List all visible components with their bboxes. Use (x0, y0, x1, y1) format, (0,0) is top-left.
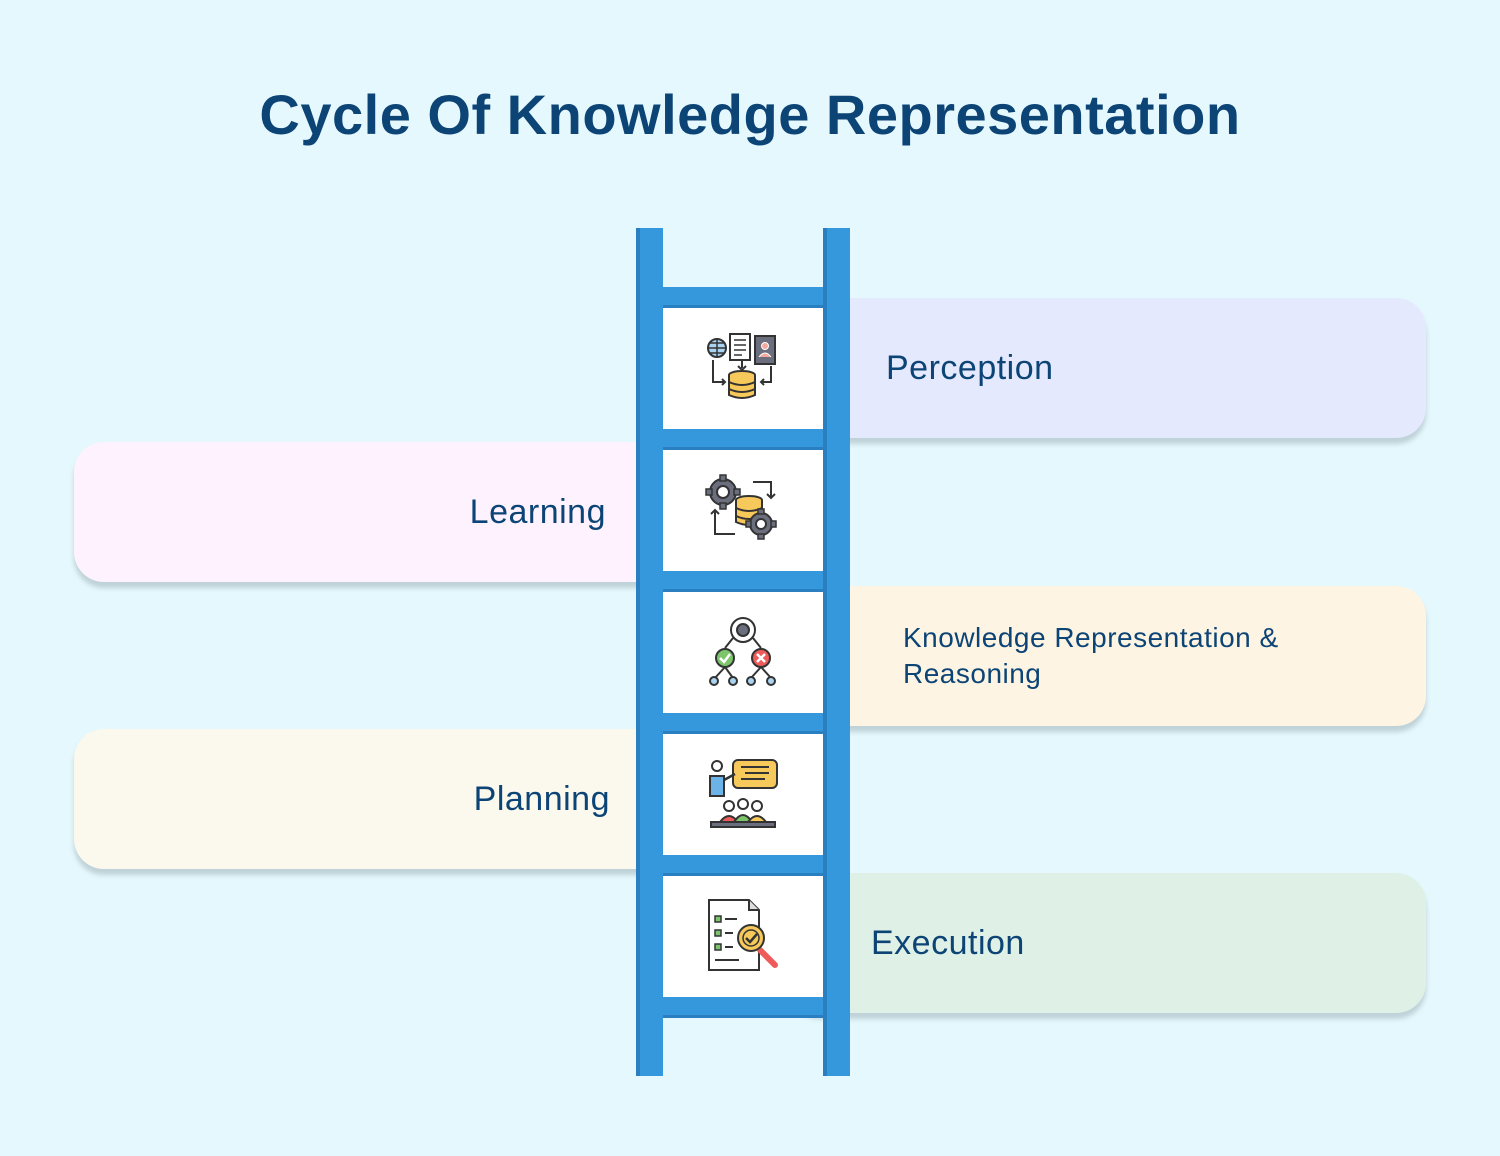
ladder-rung (651, 855, 831, 876)
ladder-rail-left (636, 228, 663, 1076)
ladder-rung (651, 713, 831, 734)
step-card-planning: Planning (74, 729, 714, 869)
page-title: Cycle Of Knowledge Representation (259, 83, 1241, 146)
step-card-execution: Execution (790, 873, 1426, 1013)
data-collection-icon (707, 333, 776, 399)
decision-tree-icon (709, 617, 776, 686)
presentation-planning-icon (709, 759, 778, 828)
step-card-learning: Learning (74, 442, 714, 582)
step-card-knowledge-representation: Knowledge Representation & Reasoning (790, 586, 1426, 726)
step-label-knowledge-representation: Knowledge Representation & Reasoning (903, 622, 1279, 689)
ladder-rung (651, 287, 831, 308)
ladder-rung (651, 571, 831, 592)
step-label-execution: Execution (871, 923, 1025, 962)
checklist-inspection-icon (708, 899, 778, 971)
ladder-step-box (663, 732, 823, 856)
step-label-learning: Learning (469, 492, 606, 531)
step-label-perception: Perception (886, 348, 1054, 387)
ladder-rung (651, 429, 831, 450)
ladder-rail-right (823, 228, 850, 1076)
data-processing-gears-icon (705, 474, 777, 540)
ladder-rung (651, 997, 831, 1018)
step-card-perception: Perception (790, 298, 1426, 438)
step-label-planning: Planning (473, 779, 610, 818)
ladder-step-box (663, 590, 823, 714)
